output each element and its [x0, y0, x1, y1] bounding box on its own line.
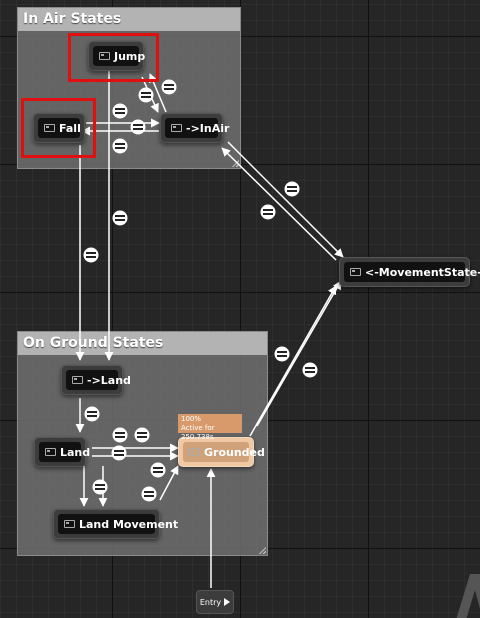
highlight-box-fall — [21, 98, 96, 158]
active-percent: 100% — [181, 415, 202, 423]
resize-handle[interactable] — [258, 546, 266, 554]
state-node-land[interactable]: Land — [34, 437, 90, 467]
conduit-node-in-air[interactable]: ->InAir — [160, 113, 229, 143]
play-arrow-icon — [224, 598, 231, 606]
state-node-grounded[interactable]: Grounded — [178, 437, 265, 467]
state-icon — [171, 124, 182, 132]
node-label: ->Land — [87, 373, 131, 387]
state-icon — [99, 52, 110, 60]
active-time: Active for 250.738s — [181, 424, 215, 441]
node-label: Land Movement — [79, 517, 179, 531]
node-label: <-MovementState-> — [365, 265, 480, 279]
state-node-jump[interactable]: Jump — [88, 41, 146, 71]
active-state-badge: 100% Active for 250.738s — [178, 414, 242, 441]
engine-logo-icon — [456, 574, 480, 618]
state-node-fall[interactable]: Fall — [33, 113, 85, 143]
state-icon — [64, 520, 75, 528]
node-label: ->InAir — [186, 121, 230, 135]
in-air-states-title: In Air States — [18, 8, 240, 31]
state-node-land-movement[interactable]: Land Movement — [53, 509, 178, 539]
state-icon — [44, 124, 55, 132]
state-icon — [45, 448, 56, 456]
resize-handle[interactable] — [231, 159, 239, 167]
entry-label: Entry — [199, 597, 222, 607]
node-label: Land — [60, 445, 91, 459]
node-label: Jump — [114, 49, 146, 63]
highlight-box-jump — [68, 33, 159, 82]
node-label: Grounded — [204, 445, 265, 459]
state-icon — [72, 376, 83, 384]
node-label: Fall — [59, 121, 81, 135]
conduit-node-movement-state[interactable]: <-MovementState-> — [339, 257, 480, 287]
conduit-node-land[interactable]: ->Land — [61, 365, 131, 395]
entry-node[interactable]: Entry — [196, 590, 234, 614]
state-icon — [350, 268, 361, 276]
state-icon — [189, 448, 200, 456]
